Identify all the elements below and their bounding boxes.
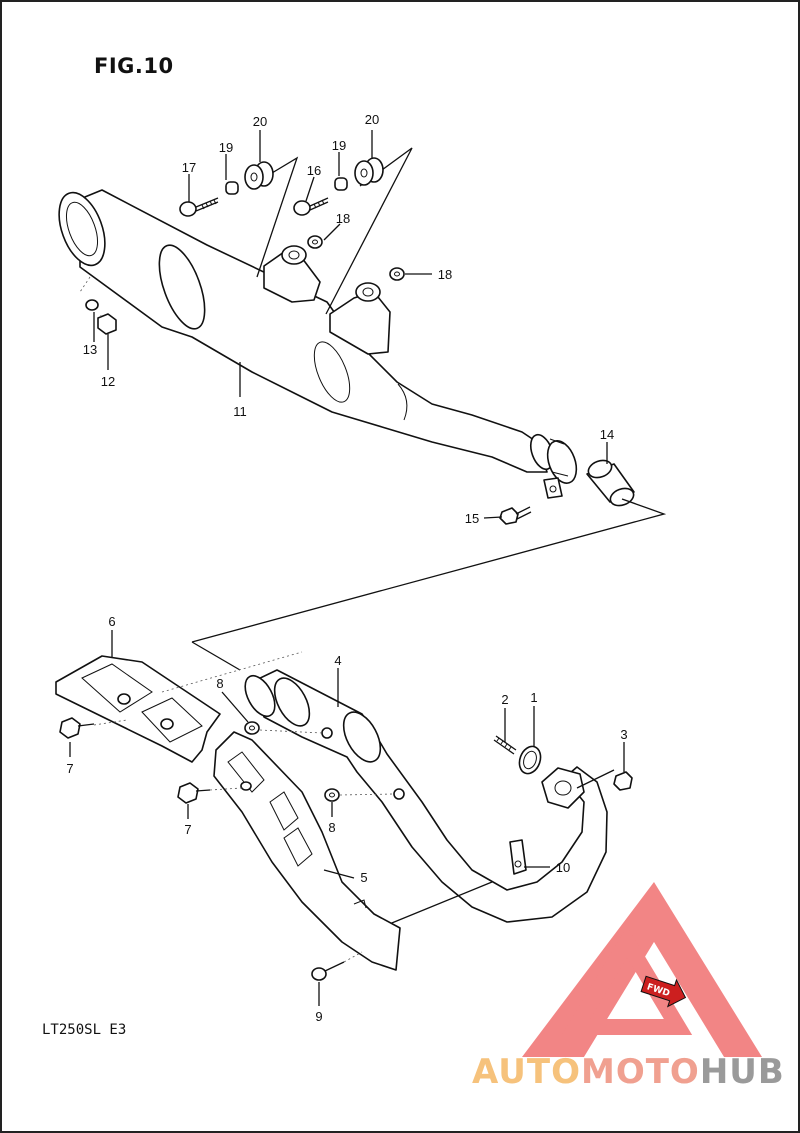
bolt-7b [177,782,243,804]
callout-8a: 8 [216,676,223,691]
muffler-bracket-rear [329,282,391,355]
model-code: LT250SL E3 [42,1022,127,1038]
bolt-16 [293,197,329,216]
callout-7a: 7 [66,761,73,776]
callout-7b: 7 [184,822,191,837]
collar-19b [334,177,348,191]
watermark-text-moto: MOTO [580,1052,700,1092]
spacer-top [321,727,333,739]
callout-8b: 8 [328,820,335,835]
callout-20a: 20 [253,114,267,129]
callout-19a: 19 [219,140,233,155]
washer-18a [307,235,323,249]
washer-8b [324,788,340,802]
callout-15: 15 [465,511,479,526]
callout-1: 1 [530,690,537,705]
gasket-1 [518,745,542,775]
watermark-text-hub: HUB [699,1052,785,1092]
spacer-lower [393,788,405,800]
callout-17: 17 [182,160,196,175]
nut-3 [613,771,633,791]
bracket-10 [509,839,527,875]
heat-shield-part-5 [213,731,401,971]
assembly-guide-line [191,498,667,643]
bolt-17 [179,197,219,217]
heat-shield-part-6 [55,655,221,763]
callout-9: 9 [315,1009,322,1024]
screw-9 [311,951,363,981]
muffler-bracket-front [263,245,321,303]
leader-lines [69,130,625,1006]
callout-10: 10 [556,860,570,875]
bolt-15 [499,506,532,525]
callout-2: 2 [501,692,508,707]
fwd-direction-arrow: FWD [640,975,687,1008]
callout-16: 16 [307,163,321,178]
callout-19b: 19 [332,138,346,153]
callout-6: 6 [108,614,115,629]
callout-11: 11 [233,404,247,419]
watermark-text-auto: AUTO [472,1052,581,1092]
callout-numbers: 20 20 19 19 17 16 18 18 13 12 11 14 15 6… [66,112,627,1024]
callout-12: 12 [101,374,115,389]
figure-title: FIG.10 [94,54,174,78]
callout-18a: 18 [336,211,350,226]
callout-13: 13 [83,342,97,357]
callout-18b: 18 [438,267,452,282]
washer-8a [244,721,260,735]
collar-19a [225,181,239,195]
callout-4: 4 [334,653,341,668]
bolt-7a [59,717,128,739]
callout-14: 14 [600,427,614,442]
callout-20b: 20 [365,112,379,127]
watermark-text: AUTOMOTOHUB [472,1052,785,1092]
washer-13 [85,299,99,311]
rubber-mount-20b [354,157,384,186]
muffler-part-11 [58,189,578,499]
callout-5: 5 [360,870,367,885]
nut-12 [97,313,117,335]
exhaust-pipe-part-4 [244,669,608,923]
rubber-mount-20a [244,161,274,190]
callout-3: 3 [620,727,627,742]
washer-18b [389,267,405,281]
